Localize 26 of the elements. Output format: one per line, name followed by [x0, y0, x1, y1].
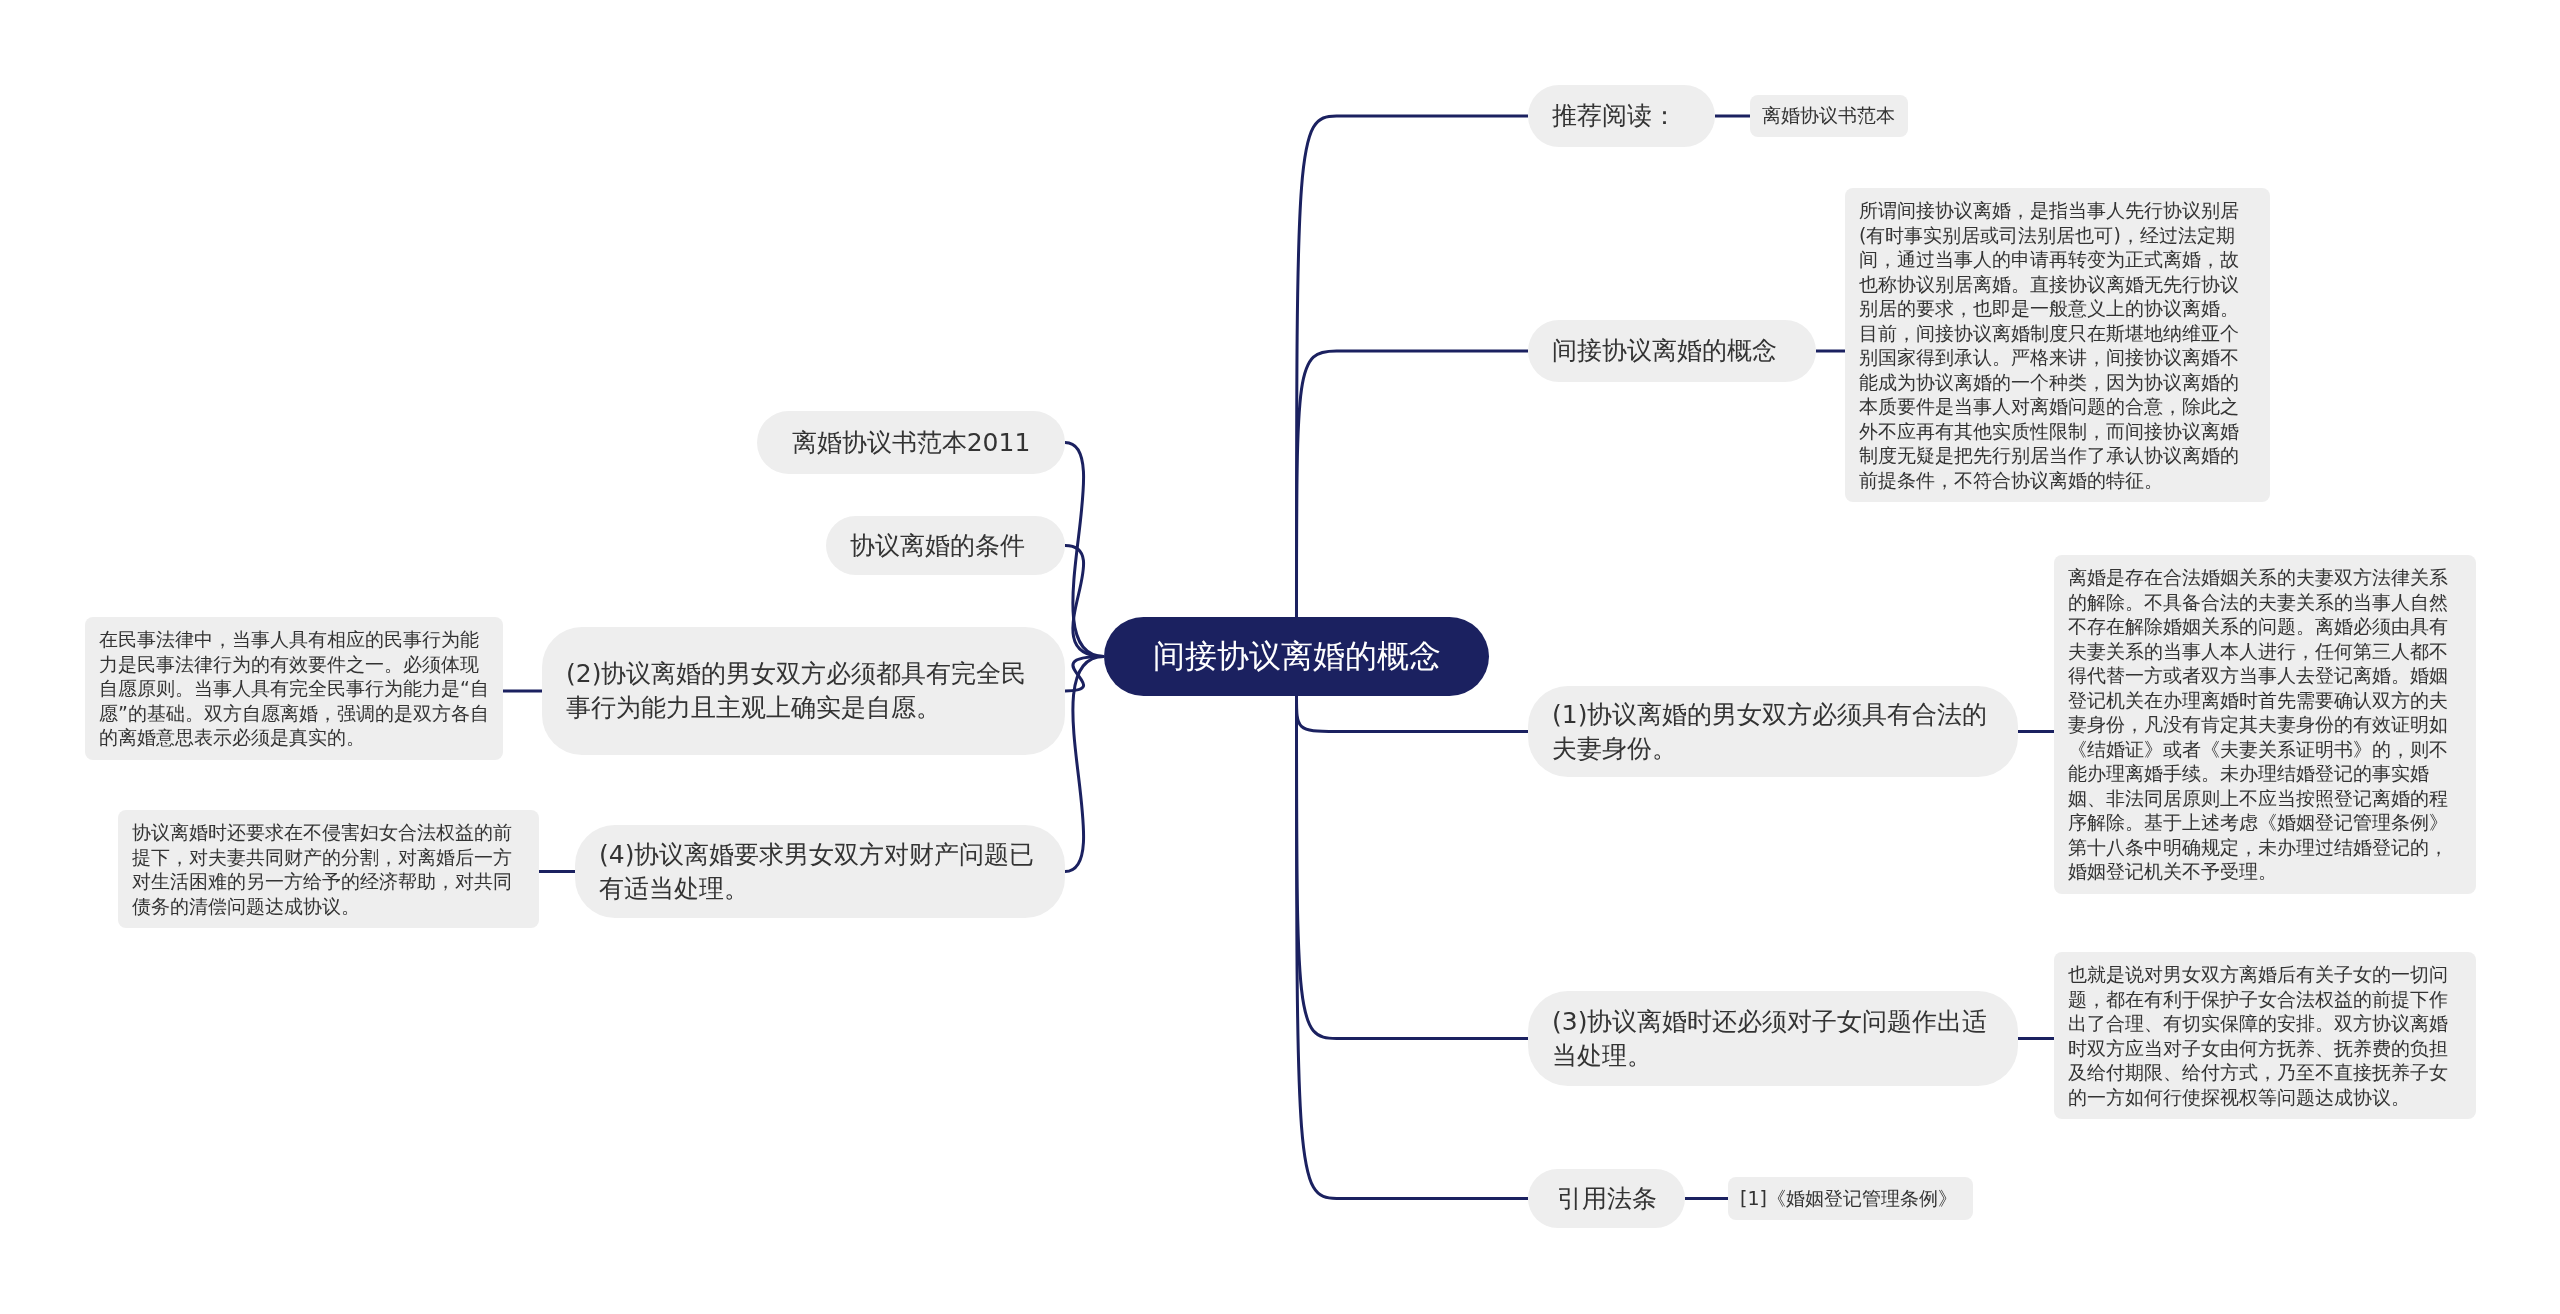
topic-box: (1)协议离婚的男女双方必须具有合法的夫妻身份。 [1528, 686, 2018, 777]
connector-line [1715, 114, 1750, 118]
note-box: 离婚是存在合法婚姻关系的夫妻双方法律关系的解除。不具备合法的夫妻关系的当事人自然不存在解除婚姻关系的问题。离婚必须由具有夫妻关系的当事人本人进行，任何第三人都不得代替一方或者双方当事人去登记离婚。婚姻登记机关在办理离婚时首先需要确认双方的夫妻身份，凡没有肯定其夫妻身份的有效证明如《结婚证》或者《夫妻关系证明书》的，则不能办理离婚手续。未办理结婚登记的事实婚姻、非法同居原则上不应当按照登记离婚的程序解除。基于上述考虑《婚姻登记管理条例》第十八条中明确规定，未办理过结婚登记的，婚姻登记机关不予受理。 [2054, 555, 2476, 894]
topic-box: (3)协议离婚时还必须对子女问题作出适当处理。 [1528, 991, 2018, 1086]
connector-line [1064, 655, 1105, 873]
connector-line [1295, 349, 1528, 617]
note-box: 协议离婚时还要求在不侵害妇女合法权益的前提下，对夫妻共同财产的分割，对离婚后一方对生活困难的另一方给予的经济帮助，对共同债务的清偿问题达成协议。 [118, 810, 539, 928]
connector-line [503, 689, 542, 693]
topic-box: 间接协议离婚的概念 [1528, 320, 1816, 382]
connector-line [2018, 1037, 2054, 1040]
connector-line [1685, 1197, 1728, 1200]
topic-box: 引用法条 [1528, 1169, 1685, 1228]
note-box: [1]《婚姻登记管理条例》 [1728, 1177, 1973, 1220]
central-topic-box: 间接协议离婚的概念 [1104, 617, 1489, 696]
topic-box: 推荐阅读： [1528, 85, 1715, 147]
topic-box: (2)协议离婚的男女双方必须都具有完全民事行为能力且主观上确实是自愿。 [542, 627, 1065, 755]
connector-line [539, 870, 575, 873]
connector-line [2018, 730, 2054, 733]
note-box: 所谓间接协议离婚，是指当事人先行协议别居(有时事实别居或司法别居也可)，经过法定期间，通过当事人的申请再转变为正式离婚，故也称协议别居离婚。直接协议离婚无先行协议别居的要求，也即是一般意义上的协议离婚。目前，间接协议离婚制度只在斯堪地纳维亚个别国家得到承认。严格来讲，间接协议离婚不能成为协议离婚的一个种类，因为协议离婚的本质要件是当事人对离婚问题的合意，除此之外不应再有其他实质性限制，而间接协议离婚制度无疑是把先行别居当作了承认协议离婚的前提条件，不符合协议离婚的特征。 [1845, 188, 2270, 502]
topic-box: 协议离婚的条件 [826, 516, 1065, 575]
topic-box: (4)协议离婚要求男女双方对财产问题已有适当处理。 [575, 825, 1065, 918]
note-box: 离婚协议书范本 [1750, 95, 1908, 137]
connector-line [1816, 349, 1845, 353]
topic-box: 离婚协议书范本2011 [757, 411, 1065, 474]
note-box: 在民事法律中，当事人具有相应的民事行为能力是民事法律行为的有效要件之一。必须体现自愿原则。当事人具有完全民事行为能力是“自愿”的基础。双方自愿离婚，强调的是双方各自的离婚意思表示必须是真实的。 [85, 617, 503, 760]
note-box: 也就是说对男女双方离婚后有关子女的一切问题，都在有利于保护子女合法权益的前提下作出了合理、有切实保障的安排。双方协议离婚时双方应当对子女由何方抚养、抚养费的负担及给付期限、给付方式，乃至不直接抚养子女的一方如何行使探视权等问题达成协议。 [2054, 952, 2476, 1119]
